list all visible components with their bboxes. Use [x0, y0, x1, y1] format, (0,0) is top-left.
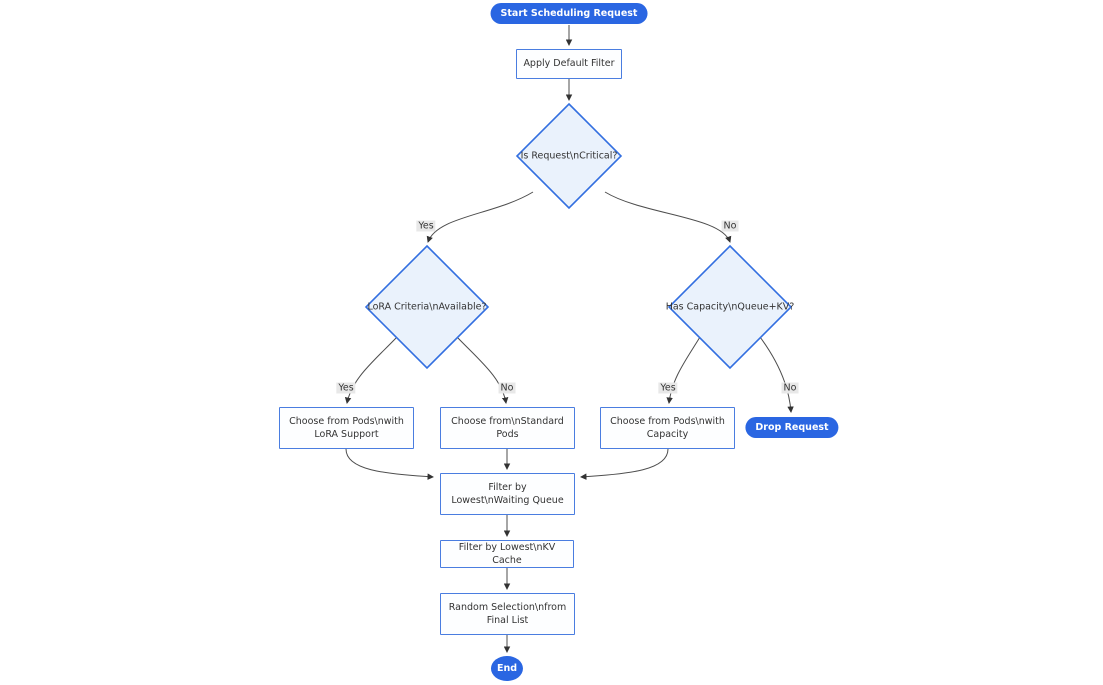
- node-end: End: [490, 656, 524, 682]
- node-filter-kv-cache-label: Filter by Lowest\nKV Cache: [458, 541, 556, 566]
- node-lora-available-label: LoRA Criteria\nAvailable?: [367, 301, 487, 313]
- node-choose-lora-label: Choose from Pods\nwith LoRA Support: [289, 415, 404, 440]
- edge-label-critical-no: No: [721, 220, 739, 232]
- node-choose-standard-label: Choose from\nStandard Pods: [451, 415, 564, 440]
- node-has-capacity-shape: [667, 244, 793, 370]
- node-start: Start Scheduling Request: [490, 3, 648, 25]
- edge-label-capacity-yes: Yes: [658, 382, 678, 394]
- edge-label-lora-yes: Yes: [336, 382, 356, 394]
- node-choose-capacity: Choose from Pods\nwith Capacity: [600, 407, 735, 449]
- edge-lora-no: [456, 336, 509, 404]
- node-drop-request: Drop Request: [745, 417, 839, 439]
- node-end-label: End: [496, 663, 518, 674]
- node-filter-waiting-queue: Filter by Lowest\nWaiting Queue: [440, 473, 575, 515]
- node-lora-available-shape: [364, 244, 490, 370]
- edge-choose-capacity-to-filter-queue: [580, 448, 669, 480]
- node-is-critical-label: Is Request\nCritical?: [520, 150, 618, 162]
- edge-is-critical-yes: [426, 191, 534, 243]
- node-has-capacity-label: Has Capacity\nQueue+KV?: [665, 301, 795, 313]
- node-choose-lora: Choose from Pods\nwith LoRA Support: [279, 407, 414, 449]
- edge-label-critical-yes: Yes: [416, 220, 436, 232]
- node-is-critical-shape: [515, 102, 623, 210]
- node-choose-standard: Choose from\nStandard Pods: [440, 407, 575, 449]
- node-drop-request-label: Drop Request: [755, 422, 829, 433]
- edge-lora-yes: [344, 336, 398, 404]
- edge-capacity-no: [759, 336, 794, 413]
- edge-label-capacity-no: No: [781, 382, 799, 394]
- node-choose-capacity-label: Choose from Pods\nwith Capacity: [610, 415, 725, 440]
- node-apply-filter-label: Apply Default Filter: [523, 58, 615, 70]
- node-apply-filter: Apply Default Filter: [516, 49, 622, 79]
- node-filter-waiting-queue-label: Filter by Lowest\nWaiting Queue: [451, 481, 564, 506]
- node-filter-kv-cache: Filter by Lowest\nKV Cache: [440, 540, 574, 568]
- node-start-label: Start Scheduling Request: [500, 8, 638, 19]
- node-random-selection-label: Random Selection\nfrom Final List: [448, 601, 567, 626]
- node-random-selection: Random Selection\nfrom Final List: [440, 593, 575, 635]
- edge-choose-lora-to-filter-queue: [345, 448, 434, 480]
- edge-capacity-yes: [666, 336, 701, 404]
- edge-label-lora-no: No: [498, 382, 516, 394]
- edge-is-critical-no: [604, 191, 732, 243]
